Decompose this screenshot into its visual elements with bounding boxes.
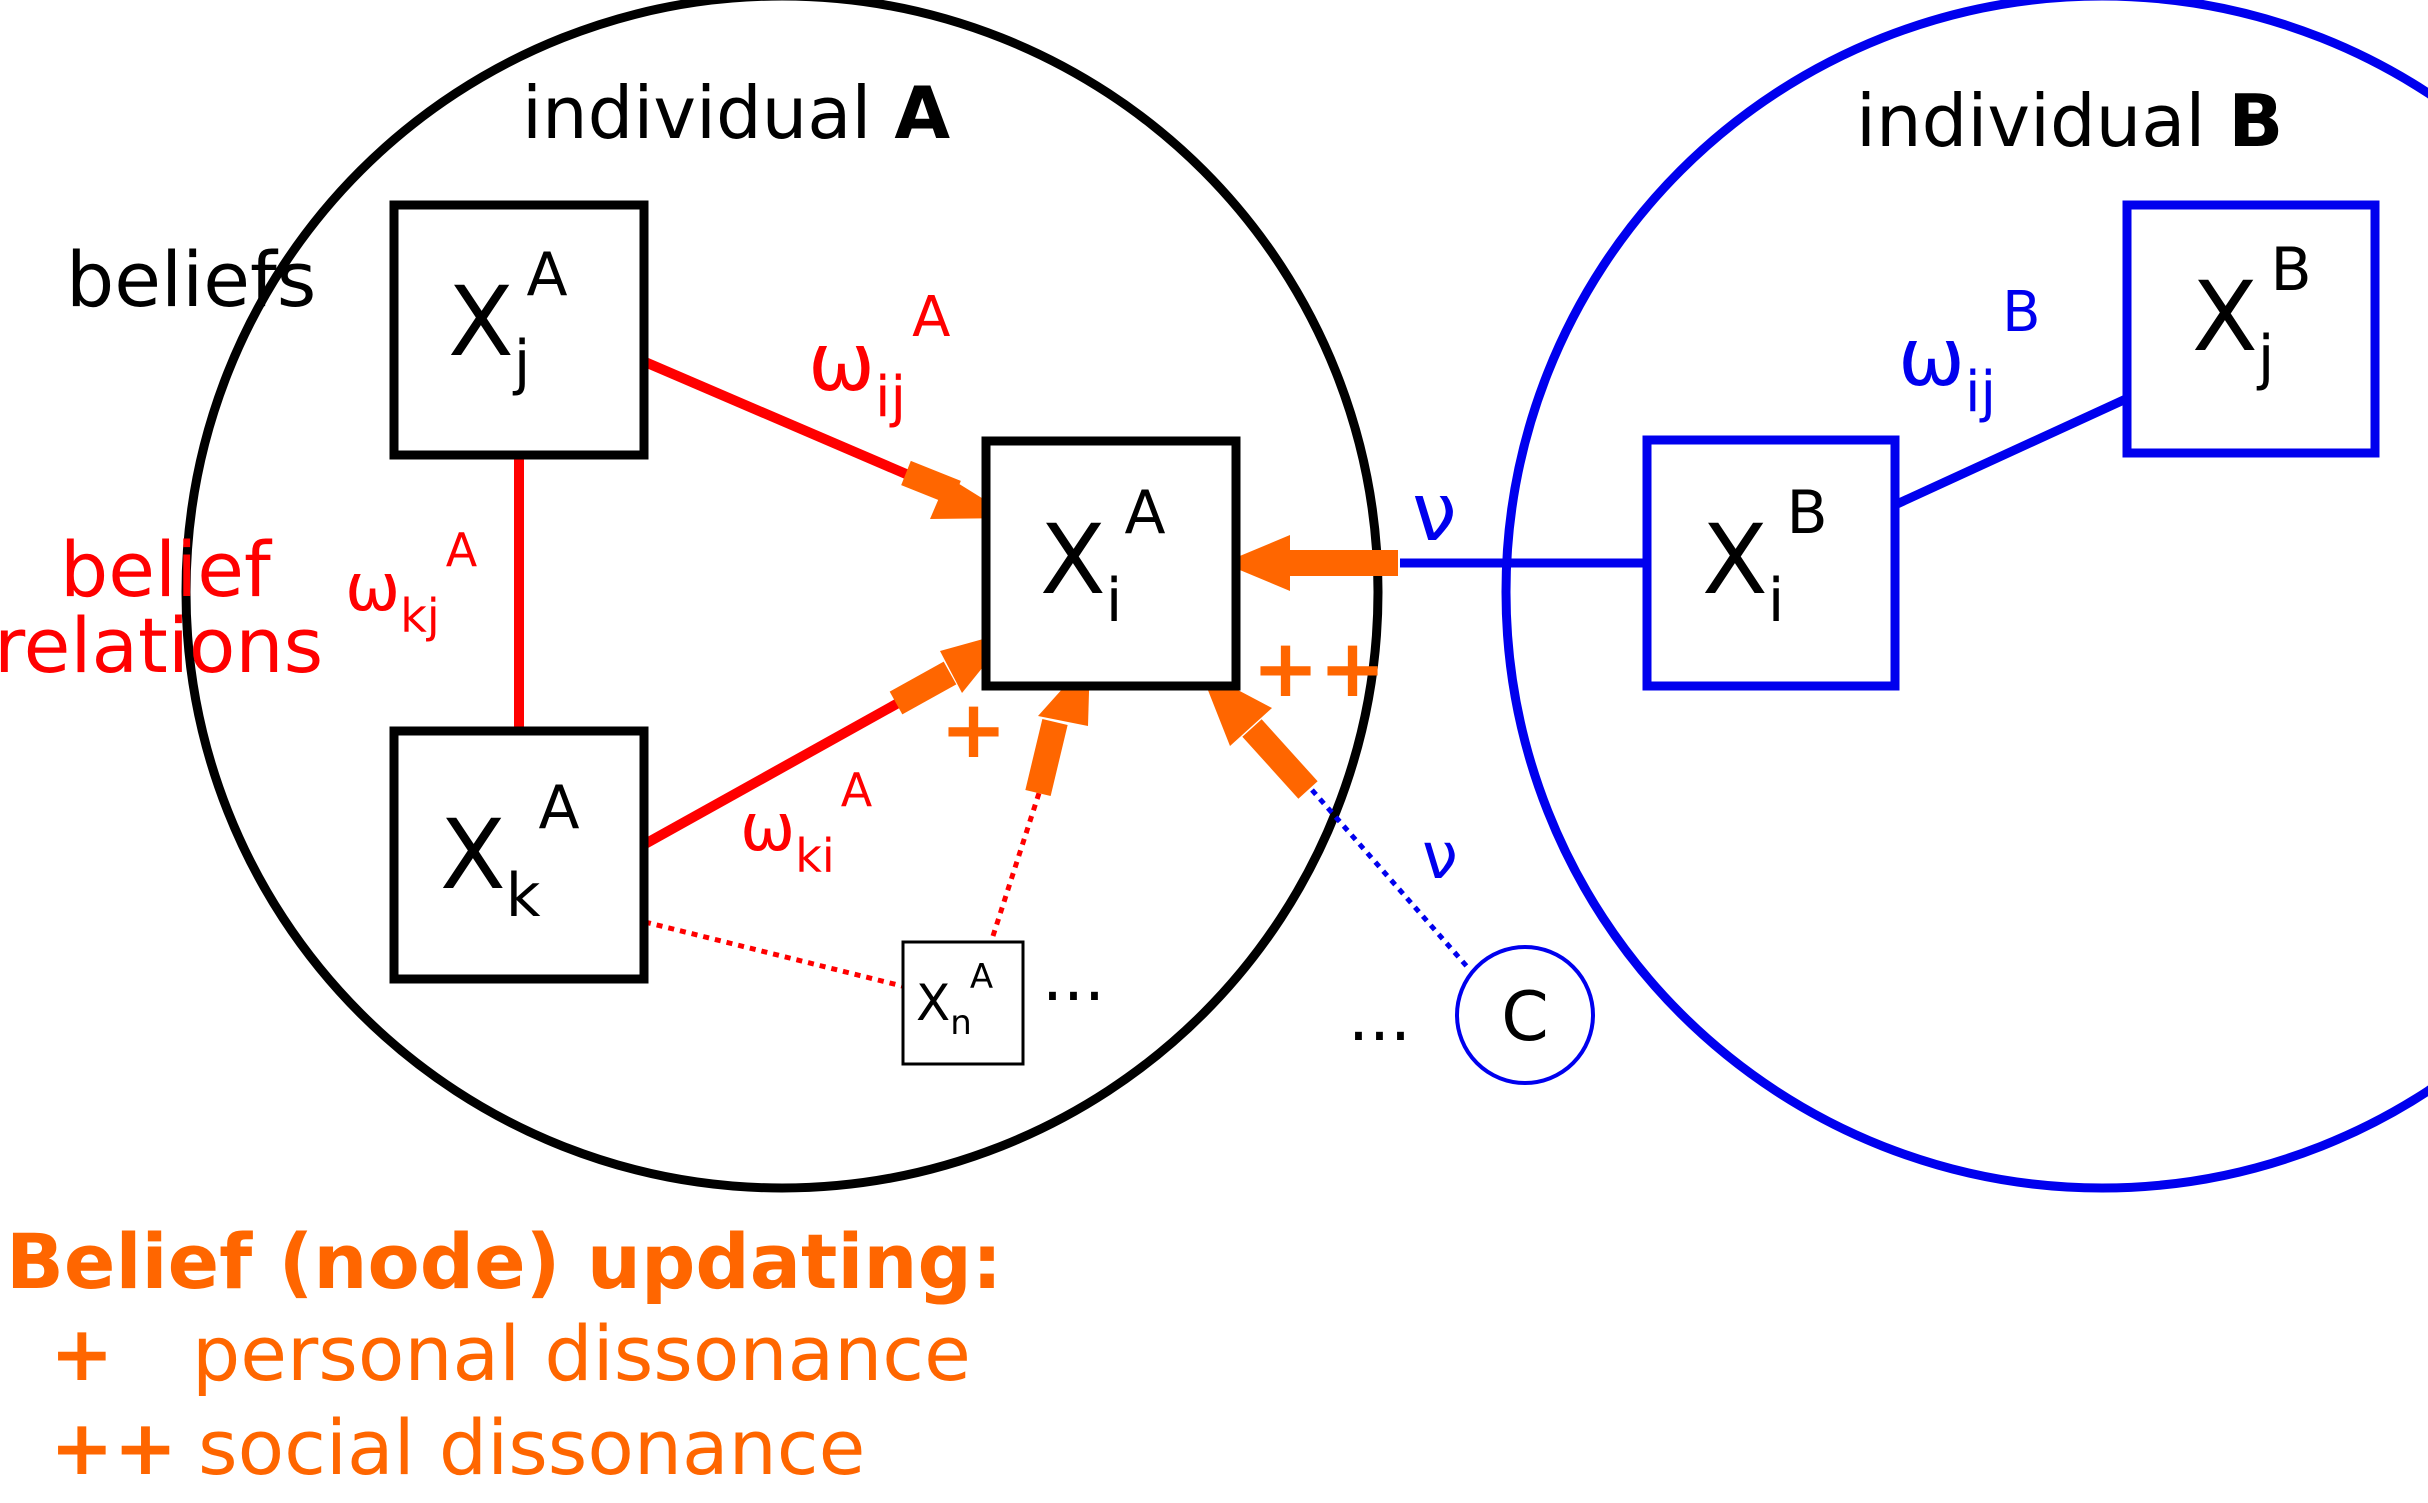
- node-x-j-a: XjA: [389, 200, 649, 460]
- individual-a-ellipsis: ...: [1042, 939, 1105, 1016]
- svg-text:C: C: [1501, 978, 1548, 1057]
- edge-n-i-dotted: [990, 789, 1043, 937]
- individual-a-label: individual A: [522, 71, 950, 155]
- edge-ki-a-label: ωkiA: [740, 763, 873, 883]
- update-arrow-social-main: [1223, 535, 1398, 591]
- svg-text:XkA: XkA: [440, 773, 580, 931]
- legend: Belief (node) updating: + personal disso…: [6, 1217, 1002, 1492]
- svg-text:XnA: XnA: [916, 957, 993, 1043]
- social-weight-c-label: ν: [1422, 820, 1458, 894]
- legend-title: Belief (node) updating:: [6, 1217, 1002, 1306]
- svg-text:XjA: XjA: [448, 240, 567, 398]
- node-x-j-b: XjB: [2122, 200, 2380, 458]
- svg-text:XjB: XjB: [2192, 235, 2312, 393]
- edge-ib-jb: [1895, 393, 2130, 509]
- belief-relations-label-line2: relations: [0, 601, 323, 690]
- node-x-k-a: XkA: [389, 726, 649, 984]
- svg-text:XiA: XiA: [1040, 478, 1165, 636]
- node-c: C: [1455, 945, 1595, 1085]
- legend-symbol-social: ++: [50, 1403, 177, 1492]
- social-ellipsis: ...: [1348, 979, 1411, 1056]
- node-x-i-b: XiB: [1642, 435, 1900, 691]
- node-x-i-a: XiA: [981, 436, 1241, 691]
- edge-k-n-dotted: [644, 919, 903, 989]
- social-weight-main-label: ν: [1412, 466, 1457, 559]
- edge-ij-a-label: ωijA: [808, 285, 950, 430]
- edge-kj-a-label: ωkjA: [345, 523, 478, 643]
- social-dissonance-marker: ++: [1252, 622, 1386, 715]
- individual-a-circle: [181, 0, 1383, 1193]
- edge-j-i: [643, 357, 922, 485]
- belief-relations-label-line1: belief: [60, 525, 273, 614]
- edge-ij-b-label: ωijB: [1898, 280, 2041, 425]
- node-x-n-a: XnA: [901, 940, 1025, 1066]
- edge-k-i: [642, 697, 903, 849]
- beliefs-label: beliefs: [66, 235, 316, 324]
- svg-text:XiB: XiB: [1702, 478, 1828, 636]
- individual-b-label: individual B: [1856, 79, 2283, 163]
- legend-text-personal: personal dissonance: [192, 1309, 971, 1398]
- personal-dissonance-marker: +: [940, 683, 1007, 776]
- legend-symbol-personal: +: [50, 1309, 114, 1398]
- individual-b-circle: [1501, 0, 2428, 1193]
- legend-text-social: social dissonance: [198, 1403, 865, 1492]
- social-link-c-dotted: [1310, 788, 1472, 972]
